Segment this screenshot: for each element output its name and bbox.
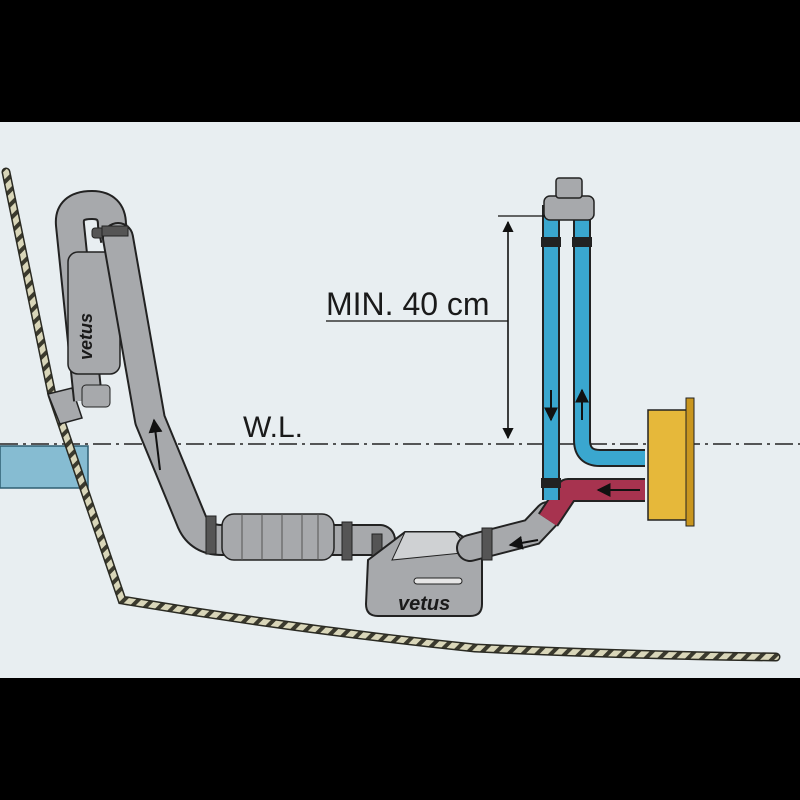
bottom-black-band [0,678,800,800]
flow-arrows [148,388,640,550]
gooseneck: vetus [54,190,130,408]
up-arrow-icon [148,418,163,471]
left-arrow-icon [508,535,539,550]
height-dimension [326,215,545,440]
anti-siphon-pipes-blue [541,205,645,500]
waterlock-muffler: vetus [364,531,483,617]
engine-block [647,397,695,527]
hull-texture [3,169,779,660]
waterline-label: W.L. [243,411,303,444]
exhaust-hose-gray [101,222,396,571]
gooseneck-brand-label: vetus [76,313,96,360]
height-label: MIN. 40 cm [326,286,490,322]
muffler-outlet-hose [456,501,562,562]
muffler-brand-label: vetus [398,593,450,615]
anti-siphon-valve [543,177,595,221]
top-black-band [0,0,800,122]
